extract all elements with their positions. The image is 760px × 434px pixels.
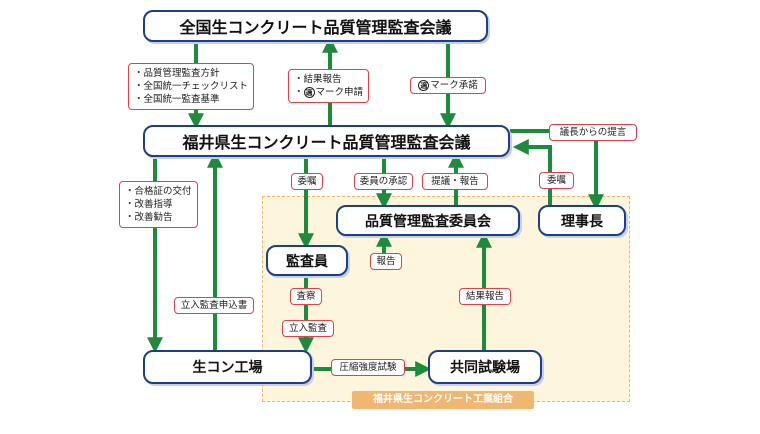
label-mark-approval: 適マーク承諾 [410,77,486,94]
label-inspection: 査察 [290,288,322,305]
label-line-3: ・改善勧告 [125,212,173,223]
label-line-1: ・品質管理監査方針 [134,68,220,79]
label-line-1: ・合格証の交付 [125,186,192,197]
label-line-3: ・全国統一監査基準 [134,94,220,105]
tekigo-mark-icon: 適 [418,80,430,91]
label-chair-proposal: 議長からの提言 [549,124,637,141]
national-council-box: 全国生コンクリート品質管理監査会議 [143,10,488,42]
label-proposal-report: 提議・報告 [422,173,488,190]
committee-box: 品質管理監査委員会 [336,205,520,236]
tekigo-mark-icon: 適 [303,87,315,98]
arrow-chair-proposal [510,129,604,211]
mark-approval-text: マーク承諾 [430,80,478,91]
inspector-box: 監査員 [266,245,348,276]
fukui-council-box: 福井県生コンクリート品質管理監査会議 [143,125,510,157]
label-national-directives: ・品質管理監査方針 ・全国統一チェックリスト ・全国統一監査基準 [128,63,255,110]
director-box: 理事長 [538,205,626,236]
mark-application-text: マーク申請 [315,87,364,98]
label-line-2: ・全国統一チェックリスト [134,81,249,92]
label-line-1: ・結果報告 [294,74,342,85]
plant-box: 生コン工場 [143,350,312,384]
label-commission-director: 委嘱 [539,172,574,189]
label-plant-actions: ・合格証の交付 ・改善指導 ・改善勧告 [119,181,198,228]
bullet-text: ・ [294,87,304,98]
lab-box: 共同試験場 [428,350,542,384]
label-results-mark-application: ・結果報告 ・適マーク申請 [288,69,370,103]
label-report: 報告 [370,253,402,270]
label-result-report: 結果報告 [459,288,511,305]
label-audit-application: 立入監査申込書 [174,297,254,314]
label-commission: 委嘱 [291,173,323,190]
label-line-2: ・適マーク申請 [294,86,363,99]
fukui-union-label: 福井県生コンクリート工業組合 [352,391,534,409]
label-site-audit: 立入監査 [282,320,334,337]
label-compression-test: 圧縮強度試験 [331,359,405,376]
label-line-2: ・改善指導 [125,199,173,210]
label-member-approval: 委員の承認 [354,173,413,190]
